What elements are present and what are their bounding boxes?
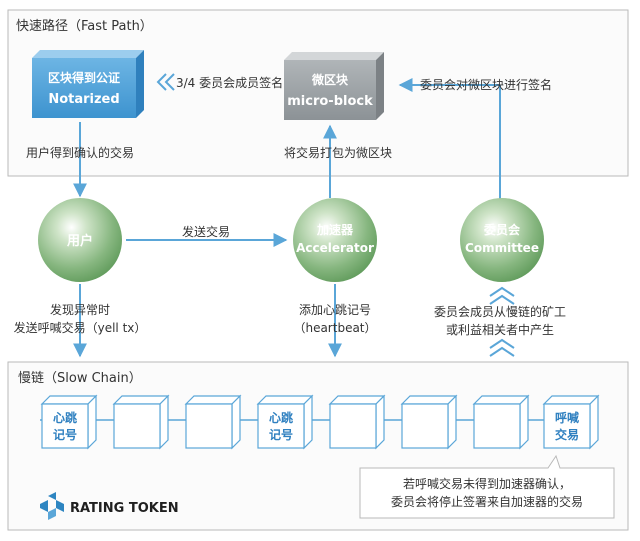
user-node: 用户 — [38, 198, 122, 282]
rating-token-logo: RATING TOKEN — [40, 492, 179, 520]
notarized-cn-label: 区块得到公证 — [48, 70, 120, 85]
user-confirmed-label: 用户得到确认的交易 — [26, 145, 134, 160]
heartbeat-mark-l2: 记号 — [53, 427, 77, 442]
yell-tx-mark-l1: 呼喊 — [555, 410, 579, 425]
micro-block: 微区块 micro-block — [284, 52, 384, 120]
heartbeat-mark-l1: 心跳 — [269, 410, 293, 425]
committee-up-chevrons — [489, 286, 515, 357]
heartbeat-label-line2: （heartbeat） — [293, 321, 376, 335]
chain-block-4-heartbeat: 心跳 记号 — [256, 394, 314, 450]
rating-token-logo-text: RATING TOKEN — [70, 501, 179, 516]
chain-block-8-yell: 呼喊 交易 — [542, 394, 600, 450]
committee-sign-label: 3/4 委员会成员签名 — [176, 75, 283, 90]
committee-origin-line2: 或利益相关者中产生 — [446, 322, 554, 337]
note-line1: 若呼喊交易未得到加速器确认， — [403, 476, 571, 491]
chain-block-5 — [328, 394, 386, 450]
anomaly-label-line1: 发现异常时 — [50, 302, 110, 317]
committee-node: 委员会 Committee — [460, 198, 544, 282]
chain-block-1-heartbeat: 心跳 记号 — [40, 394, 98, 450]
notarized-block: 区块得到公证 Notarized — [32, 50, 144, 118]
notarized-en-label: Notarized — [48, 92, 119, 107]
user-node-label: 用户 — [66, 233, 93, 249]
slow-chain-title: 慢链（Slow Chain） — [18, 370, 142, 386]
yell-tx-mark-l2: 交易 — [555, 427, 579, 442]
accelerator-en-label: Accelerator — [296, 241, 374, 255]
sign-arrow-chevrons — [156, 73, 175, 91]
accelerator-node: 加速器 Accelerator — [293, 198, 377, 282]
heartbeat-mark-l1: 心跳 — [53, 410, 77, 425]
committee-sign-micro-label: 委员会对微区块进行签名 — [420, 77, 552, 92]
anomaly-label-line2: 发送呼喊交易（yell tx） — [14, 320, 147, 335]
microblock-cn-label: 微区块 — [311, 72, 349, 87]
chain-block-7 — [472, 394, 530, 450]
note-line2: 委员会将停止签署来自加速器的交易 — [391, 494, 583, 509]
committee-cn-label: 委员会 — [483, 222, 521, 237]
fast-path-title: 快速路径（Fast Path） — [16, 18, 153, 34]
pack-tx-label: 将交易打包为微区块 — [284, 145, 392, 160]
committee-origin-line1: 委员会成员从慢链的矿工 — [434, 304, 566, 319]
heartbeat-label-line1: 添加心跳记号 — [299, 303, 371, 317]
microblock-en-label: micro-block — [287, 94, 373, 109]
rating-token-logo-icon — [40, 492, 64, 520]
committee-en-label: Committee — [465, 241, 539, 255]
heartbeat-mark-l2: 记号 — [269, 427, 293, 442]
chain-block-2 — [112, 394, 170, 450]
chain-block-6 — [400, 394, 458, 450]
chain-block-3 — [184, 394, 242, 450]
accelerator-cn-label: 加速器 — [316, 222, 354, 237]
yell-note-callout: 若呼喊交易未得到加速器确认， 委员会将停止签署来自加速器的交易 — [359, 454, 615, 519]
send-tx-label: 发送交易 — [182, 224, 230, 239]
